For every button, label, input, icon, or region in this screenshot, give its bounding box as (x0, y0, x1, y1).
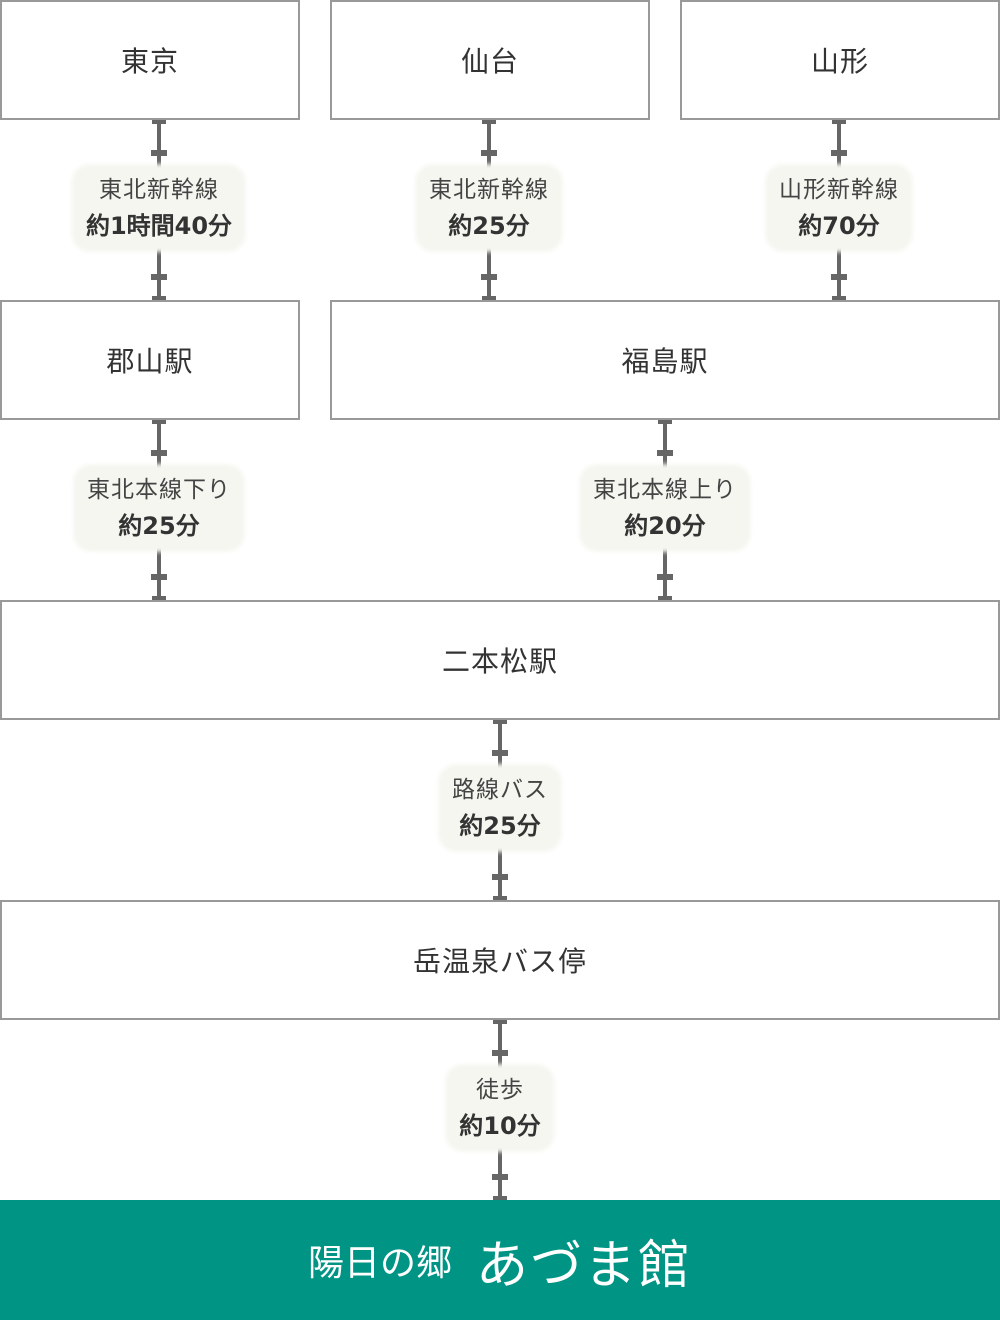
destination-banner: 陽日の郷 あづま館 (0, 1200, 1000, 1320)
origin-sendai: 仙台 (330, 0, 650, 120)
origin-yamagata: 山形 (680, 0, 1000, 120)
route-name: 徒歩 (476, 1077, 524, 1103)
travel-time: 約25分 (448, 212, 530, 240)
station-name: 二本松駅 (441, 645, 558, 678)
travel-time: 約1時間40分 (85, 212, 233, 240)
route-label-walk: 徒歩 約10分 (449, 1068, 551, 1148)
route-name: 東北新幹線 (429, 177, 549, 203)
route-name: 山形新幹線 (779, 177, 899, 203)
route-label-yamagata-fukushima: 山形新幹線 約70分 (769, 168, 909, 248)
station-name: 福島駅 (621, 345, 709, 378)
travel-time: 約70分 (798, 212, 880, 240)
origin-tokyo: 東京 (0, 0, 300, 120)
route-label-bus: 路線バス 約25分 (442, 768, 558, 848)
travel-time: 約25分 (459, 812, 541, 840)
travel-time: 約25分 (118, 512, 200, 540)
route-name: 東北本線上り (593, 477, 737, 503)
route-name: 東北本線下り (87, 477, 231, 503)
travel-time: 約10分 (459, 1112, 541, 1140)
station-name: 郡山駅 (106, 345, 194, 378)
station-koriyama: 郡山駅 (0, 300, 300, 420)
station-name: 岳温泉バス停 (412, 945, 587, 978)
destination-name: あづま館 (476, 1235, 693, 1296)
route-name: 路線バス (452, 777, 548, 803)
route-label-tokyo-koriyama: 東北新幹線 約1時間40分 (75, 168, 243, 248)
route-label-koriyama-nihonmatsu: 東北本線下り 約25分 (77, 468, 241, 548)
travel-time: 約20分 (624, 512, 706, 540)
station-name: 山形 (810, 45, 869, 78)
route-label-fukushima-nihonmatsu: 東北本線上り 約20分 (583, 468, 747, 548)
bus-stop-dake-onsen: 岳温泉バス停 (0, 900, 1000, 1020)
station-fukushima: 福島駅 (330, 300, 1000, 420)
route-name: 東北新幹線 (98, 177, 219, 203)
route-label-sendai-fukushima: 東北新幹線 約25分 (419, 168, 559, 248)
station-name: 東京 (120, 45, 179, 78)
station-name: 仙台 (460, 45, 519, 78)
station-nihonmatsu: 二本松駅 (0, 600, 1000, 720)
destination-subtitle: 陽日の郷 (307, 1243, 452, 1284)
